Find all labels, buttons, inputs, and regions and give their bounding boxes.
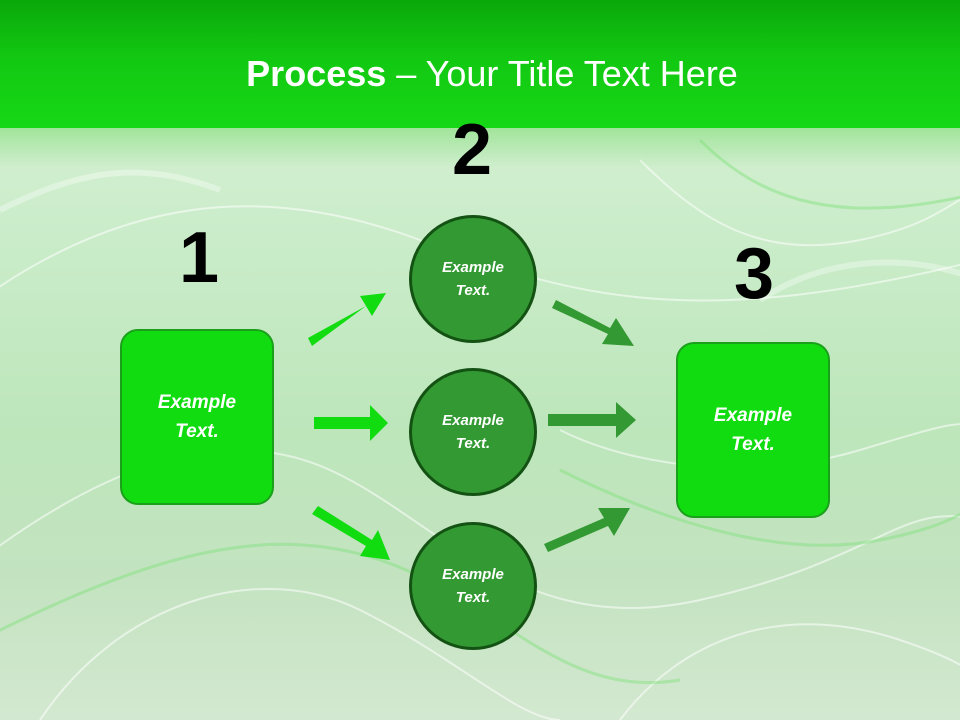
- title-band: [0, 0, 960, 128]
- step-1-text: Example Text.: [157, 392, 237, 442]
- step-2-circle-bottom-text: Example Text.: [442, 566, 504, 606]
- title-bold: Process: [246, 53, 387, 94]
- title-band-fade: [0, 128, 960, 168]
- step-2-circle-middle: Example Text.: [409, 368, 537, 496]
- step-1-box: Example Text.: [120, 329, 274, 505]
- arrow-bottom-to-3: [544, 508, 630, 552]
- arrow-1-to-top: [308, 293, 386, 346]
- arrow-1-to-bottom: [312, 506, 390, 560]
- slide-title: Process – Your Title Text Here: [0, 52, 960, 96]
- step-3-number: 3: [733, 234, 775, 314]
- step-2-circle-top-text: Example Text.: [442, 259, 504, 299]
- step-2-circle-top: Example Text.: [409, 215, 537, 343]
- arrow-middle-to-3: [548, 402, 636, 438]
- arrow-1-to-middle: [314, 405, 388, 441]
- title-rest: – Your Title Text Here: [386, 53, 738, 94]
- step-2-number: 2: [451, 110, 493, 190]
- step-3-text: Example Text.: [713, 405, 793, 455]
- step-2-circle-middle-text: Example Text.: [442, 412, 504, 452]
- step-3-box: Example Text.: [676, 342, 830, 518]
- step-1-number: 1: [178, 218, 220, 298]
- step-2-circle-bottom: Example Text.: [409, 522, 537, 650]
- arrow-top-to-3: [552, 300, 634, 346]
